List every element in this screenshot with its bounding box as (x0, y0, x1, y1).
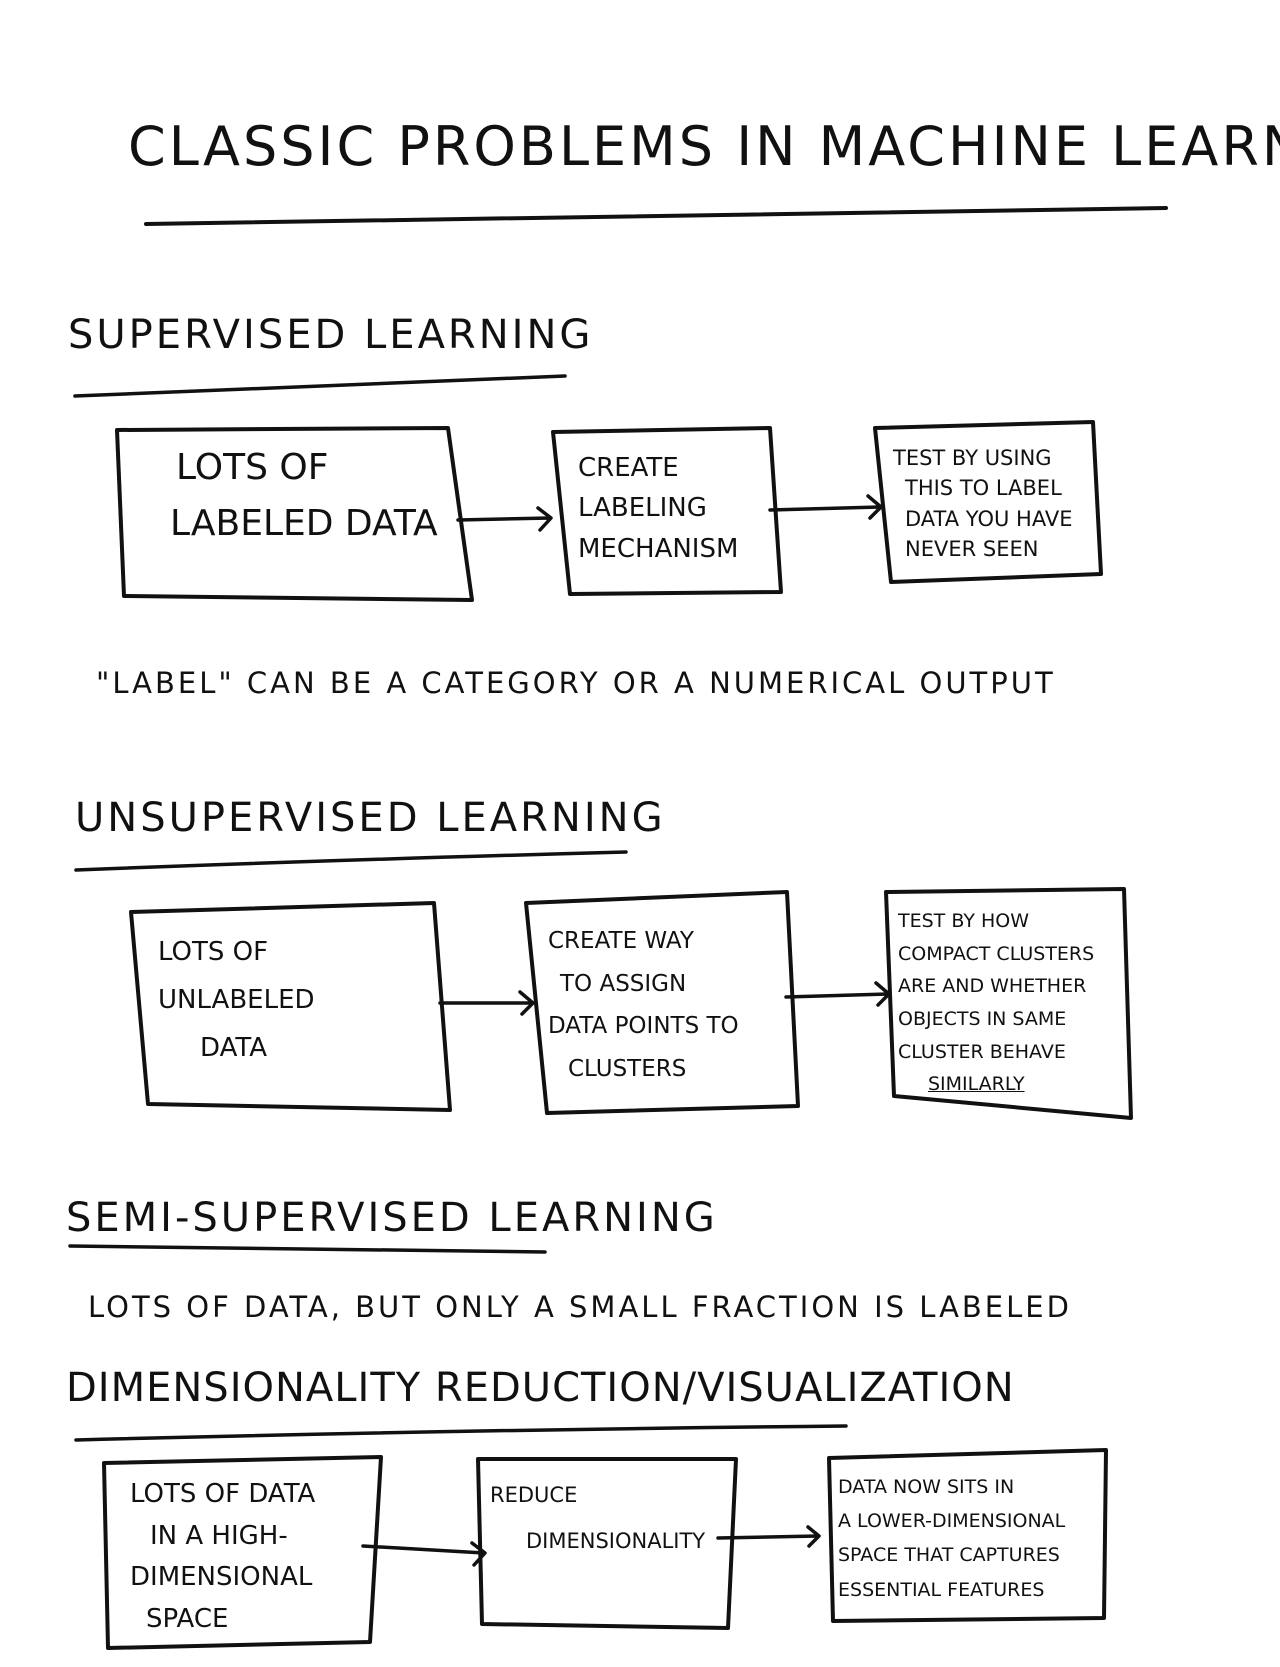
arrow (784, 981, 891, 1007)
section-heading-supervised: Supervised Learning (68, 312, 594, 358)
section-heading-unsupervised: Unsupervised Learning (75, 795, 666, 841)
box-text: data you have (905, 506, 1073, 531)
box-text: similarly (928, 1073, 1025, 1096)
box-labeled-data: Lots of Labeled Data (170, 440, 438, 552)
box-text: Test by how (898, 910, 1029, 932)
box-assign-clusters: Create way to assign data points to clus… (548, 920, 739, 1090)
box-text: Data now sits in (838, 1476, 1015, 1498)
box-text: a lower-dimensional (838, 1510, 1066, 1533)
flow-box (129, 901, 452, 1112)
box-test-clusters: Test by how compact clusters are and whe… (898, 905, 1094, 1101)
box-text: Create way (548, 928, 694, 954)
box-text: essential features (838, 1578, 1045, 1601)
flow-box (476, 1457, 738, 1630)
box-text: Unlabeled (158, 985, 315, 1016)
box-text: objects in same (898, 1008, 1067, 1031)
section-heading-dimensionality: Dimensionality Reduction/Visualization (66, 1365, 1015, 1411)
heading-underline (73, 374, 567, 398)
box-unlabeled-data: Lots of Unlabeled Data (158, 928, 315, 1072)
box-text: clusters (568, 1055, 687, 1082)
flow-box (884, 887, 1133, 1120)
arrow (456, 506, 553, 532)
semi-supervised-note: Lots of data, but only a small fraction … (88, 1290, 1072, 1324)
box-text: cluster behave (898, 1040, 1066, 1063)
box-text: never seen (905, 537, 1039, 562)
box-text: space that captures (838, 1544, 1060, 1567)
box-text: Lots of (158, 937, 269, 967)
box-text: Labeled Data (170, 502, 438, 544)
box-text: to assign (560, 970, 687, 997)
box-text: Dimensionality (526, 1529, 706, 1554)
flow-box (115, 426, 474, 602)
arrow (438, 990, 535, 1016)
box-text: Create (578, 453, 679, 483)
box-reduce-dimensionality: Reduce Dimensionality (490, 1472, 705, 1564)
heading-underline (74, 1424, 848, 1442)
box-text: Data (200, 1033, 267, 1064)
label-note: "Label" can be a category or a numerical… (96, 666, 1056, 700)
box-text: in a high- (150, 1520, 288, 1551)
flow-box (524, 890, 800, 1115)
box-text: Reduce (490, 1483, 578, 1507)
box-lower-dimensional: Data now sits in a lower-dimensional spa… (838, 1470, 1065, 1607)
arrow (361, 1541, 487, 1567)
box-text: Labeling (578, 493, 707, 524)
box-text: this to label (905, 476, 1062, 501)
flow-box (102, 1455, 383, 1650)
arrow (768, 494, 883, 520)
box-text: Test by using (893, 446, 1052, 470)
box-labeling-mechanism: Create Labeling Mechanism (578, 448, 738, 569)
box-text: Mechanism (578, 533, 739, 564)
box-text: Lots of data (130, 1479, 316, 1509)
box-text: space (146, 1603, 229, 1634)
heading-underline (74, 850, 628, 872)
flow-box (551, 426, 783, 596)
box-text: dimensional (130, 1562, 313, 1593)
arrow (716, 1525, 821, 1548)
box-text: data points to (548, 1013, 739, 1040)
box-text: are and whether (898, 975, 1087, 998)
flow-box (827, 1448, 1108, 1623)
section-heading-semi-supervised: Semi-Supervised Learning (66, 1195, 718, 1241)
box-text: compact clusters (898, 942, 1095, 965)
heading-underline (68, 1244, 547, 1254)
box-text: Lots of (176, 447, 329, 488)
box-high-dimensional: Lots of data in a high- dimensional spac… (130, 1474, 315, 1640)
flow-box (873, 420, 1103, 584)
page-title: Classic Problems in Machine Learning (128, 115, 1280, 178)
title-underline (144, 206, 1168, 226)
box-test-unseen: Test by using this to label data you hav… (893, 443, 1072, 565)
